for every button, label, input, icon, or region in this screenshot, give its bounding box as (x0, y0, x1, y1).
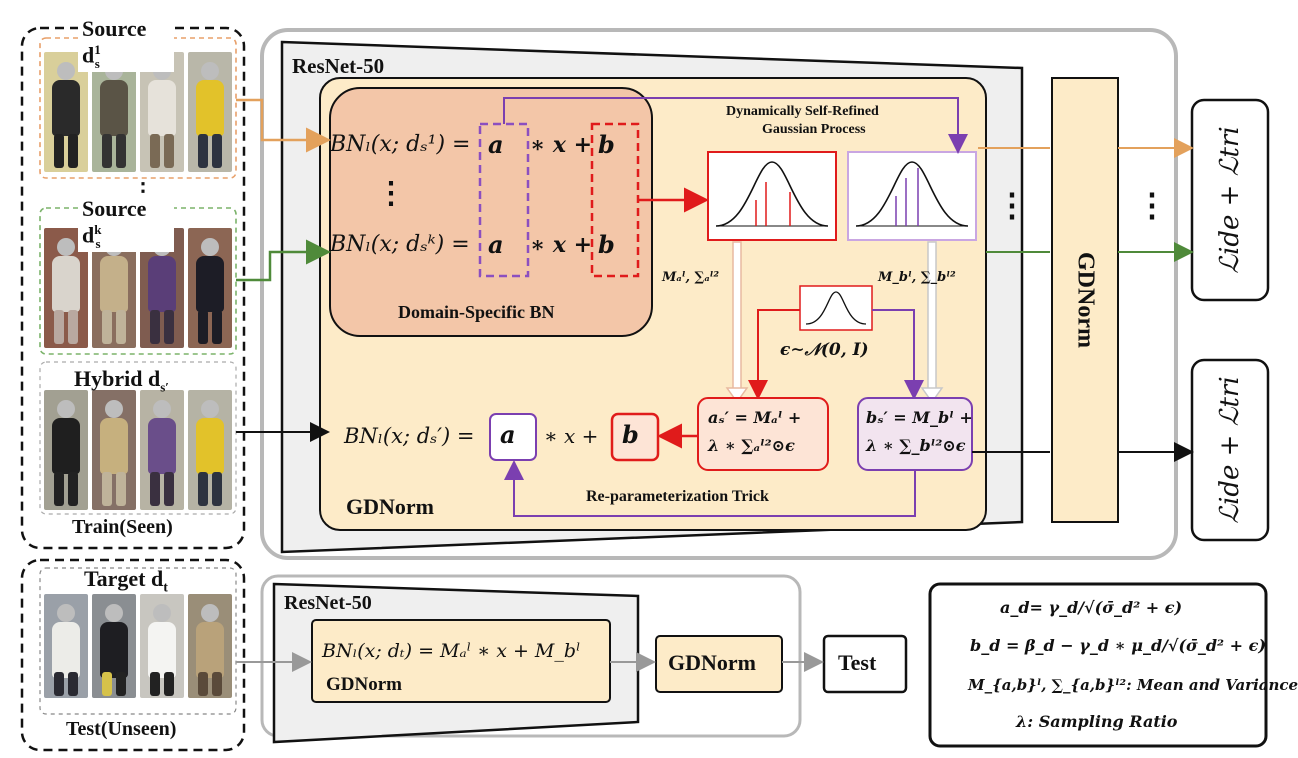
loss-top-label: ℒide + ℒtri (1215, 126, 1245, 274)
test-eq: BNₗ(x; dₜ) = Mₐˡ ∗ x + M_bˡ (322, 640, 581, 662)
eq1-rest: ∗ x + (530, 132, 593, 158)
gaussian-a-box (707, 151, 837, 241)
gaussian-a-curve (715, 161, 829, 227)
b-box-line1: bₛ′ = M_bˡ + (866, 408, 973, 427)
resnet-title: ResNet-50 (292, 54, 385, 78)
arrow-eps-to-b (872, 309, 924, 400)
person-image (92, 52, 136, 172)
legend-line3: M_{a,b}ˡ, ∑_{a,b}ˡ²: Mean and Variance (968, 676, 1298, 694)
hollow-arrow-a (725, 241, 749, 404)
target-text: Target d (84, 566, 164, 591)
eq-vdots: ⋮ (376, 176, 406, 211)
hybrid-text: Hybrid d (74, 366, 161, 391)
a-box-line2: λ ∗ ∑ₐˡ²⊙ϵ (708, 436, 795, 455)
legend-box (928, 582, 1268, 748)
gdnorm-tall-label: GDNorm (1072, 252, 1099, 348)
gaussian-b-box (847, 151, 977, 241)
arrow-source1-input (236, 98, 331, 153)
hybrid-eq-rest: ∗ x + (544, 424, 599, 448)
gdnorm-tall-box (1051, 77, 1119, 523)
arrow-a-to-gp (503, 97, 968, 154)
gp-title-2: Gaussian Process (762, 122, 866, 137)
hybrid-sub: s′ (160, 379, 169, 395)
eps-label: ϵ∼𝒩(0, I) (780, 340, 869, 360)
ma-label: Mₐˡ, ∑ₐˡ² (662, 270, 720, 285)
gaussian-b-curve (855, 161, 969, 227)
hybrid-label: Hybrid ds′ (74, 366, 169, 395)
dsbn-box (329, 87, 653, 337)
b-box-line2: λ ∗ ∑_bˡ²⊙ϵ (866, 436, 966, 455)
hybrid-frame (39, 361, 237, 515)
test-gdnorm-box-label: GDNorm (668, 650, 756, 675)
hybrid-eq-lhs: BNₗ(x; dₛ′) = (344, 424, 475, 448)
gp-title-1: Dynamically Self-Refined (726, 104, 879, 119)
eq2-b: b (598, 230, 615, 259)
test-result-box (822, 634, 908, 694)
arrow-reparam-loop (504, 460, 916, 517)
hollow-arrow-b (920, 241, 944, 404)
eq2-a: a (488, 230, 504, 259)
hybrid-eq-a: a (500, 420, 516, 449)
eq2-rest: ∗ x + (530, 232, 593, 258)
loss-bottom-label: ℒide + ℒtri (1215, 376, 1245, 524)
person-image (44, 390, 88, 510)
source1-label: Source d1s (78, 16, 174, 72)
person-image (92, 390, 136, 510)
legend-line4: λ: Sampling Ratio (1016, 712, 1178, 731)
legend-line1: a_d= γ_d/√(σ̄_d² + ϵ) (1000, 598, 1183, 617)
source1-sup: 1 (94, 42, 101, 57)
dsbn-label: Domain-Specific BN (398, 302, 555, 322)
sourcek-sup: k (94, 222, 102, 237)
arrow-sourcek-input (236, 239, 331, 282)
legend-line2: b_d = β_d − γ_d ∗ μ_d/√(σ̄_d² + ϵ) (970, 636, 1266, 655)
person-image (188, 228, 232, 348)
source1-text: Source d (82, 16, 147, 68)
person-image (188, 390, 232, 510)
person-image (140, 390, 184, 510)
target-label: Target dt (84, 566, 168, 596)
reparam-label: Re-parameterization Trick (586, 488, 769, 505)
mb-label: M_bˡ, ∑_bˡ² (878, 270, 956, 285)
epsilon-curve (805, 291, 867, 325)
target-sub: t (163, 580, 168, 596)
test-panel-left (20, 558, 246, 752)
test-gdnorm-box (655, 635, 783, 693)
test-box-label: Test (838, 650, 877, 675)
test-resnet-title: ResNet-50 (284, 592, 372, 614)
test-gdnorm-inner: GDNorm (326, 674, 402, 695)
sourcek-sub: s (95, 235, 101, 251)
source1-sub: s (94, 55, 100, 71)
sourcek-label: Source dks (78, 196, 175, 252)
right-dots: ⋮ (996, 186, 1028, 224)
train-label: Train(Seen) (72, 516, 173, 538)
gdnorm-label: GDNorm (346, 494, 434, 519)
a-compute-box (697, 397, 829, 471)
loss-dots: ⋮ (1136, 186, 1168, 224)
target-frame (39, 567, 237, 715)
person-image (140, 594, 184, 698)
a-dashed-box (478, 122, 530, 278)
loss-top-box (1190, 98, 1270, 302)
person-image (44, 594, 88, 698)
person-image (140, 52, 184, 172)
eq2-lhs: BNₗ(x; dₛᵏ) = (330, 232, 470, 257)
person-image (188, 594, 232, 698)
a-box-line1: aₛ′ = Mₐˡ + (708, 408, 802, 427)
arrow-eps-to-a (748, 309, 800, 400)
hybrid-eq-b: b (622, 420, 639, 449)
test-label: Test(Unseen) (66, 718, 177, 740)
eq1-a: a (488, 130, 504, 159)
eq1-b: b (598, 130, 615, 159)
eq1-lhs: BNₗ(x; dₛ¹) = (330, 132, 471, 157)
person-image (92, 594, 136, 698)
person-image (44, 52, 88, 172)
person-image (188, 52, 232, 172)
sourcek-text: Source d (82, 196, 147, 248)
